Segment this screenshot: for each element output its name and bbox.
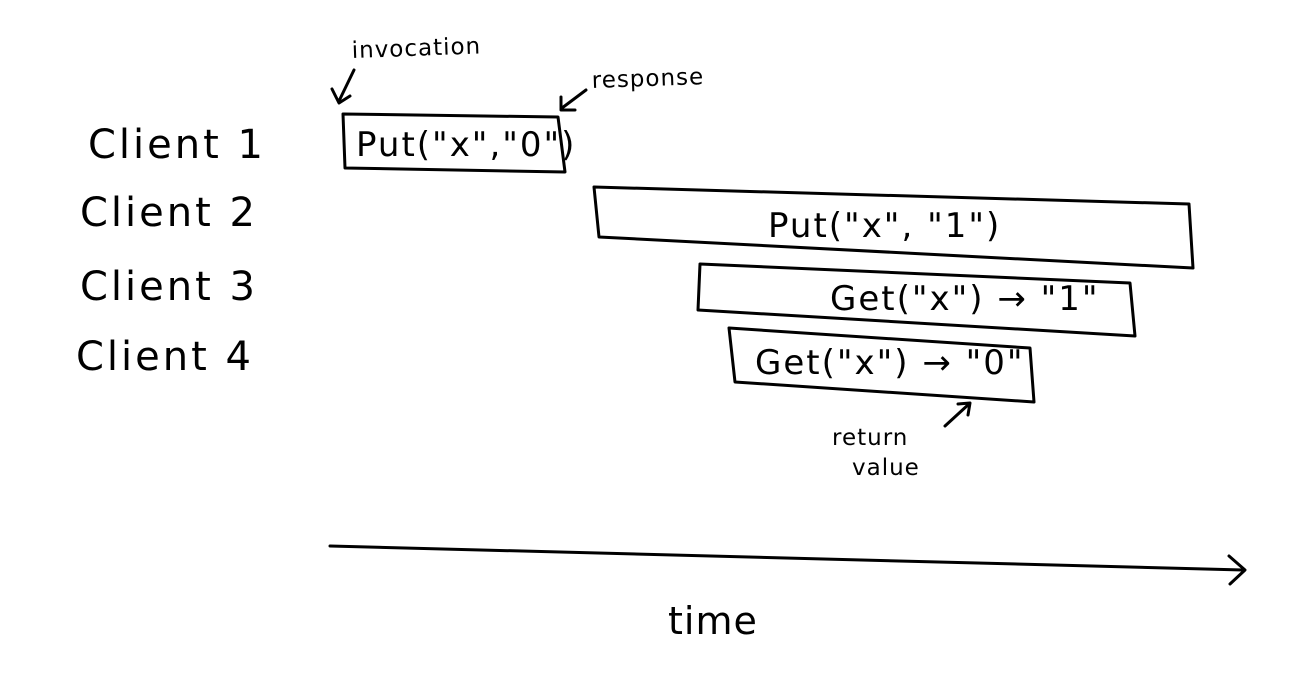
operation-box-client-1 <box>341 112 567 174</box>
time-axis-line <box>328 544 1245 572</box>
client-4-label: Client 4 <box>76 334 254 380</box>
operation-client-1: Put("x","0") <box>341 112 576 174</box>
client-2-label: Client 2 <box>80 190 258 236</box>
operation-label-client-3: Get("x") → "1" <box>830 279 1100 319</box>
operation-box-client-3 <box>696 262 1137 338</box>
operation-label-client-2: Put("x", "1") <box>768 206 1001 246</box>
time-axis-arrowhead-icon <box>1227 554 1247 586</box>
response-arrow-icon <box>559 88 588 112</box>
time-axis-label: time <box>668 599 758 643</box>
invocation-annotation: invocation <box>351 33 481 64</box>
client-3-label: Client 3 <box>80 264 258 310</box>
operation-box-client-2 <box>592 185 1195 270</box>
operation-box-client-4 <box>727 326 1036 404</box>
operation-client-2: Put("x", "1") <box>592 185 1195 270</box>
operation-label-client-1: Put("x","0") <box>356 125 576 165</box>
return-value-annotation-line-2: value <box>852 455 920 481</box>
return-value-arrow-icon <box>943 401 972 428</box>
operation-client-4: Get("x") → "0" <box>727 326 1036 404</box>
response-annotation: response <box>591 64 704 94</box>
operation-label-client-4: Get("x") → "0" <box>755 343 1025 383</box>
return-value-annotation-line-1: return <box>832 425 908 451</box>
client-1-label: Client 1 <box>88 122 266 168</box>
operation-client-3: Get("x") → "1" <box>696 262 1137 338</box>
invocation-arrow-icon <box>330 68 356 105</box>
